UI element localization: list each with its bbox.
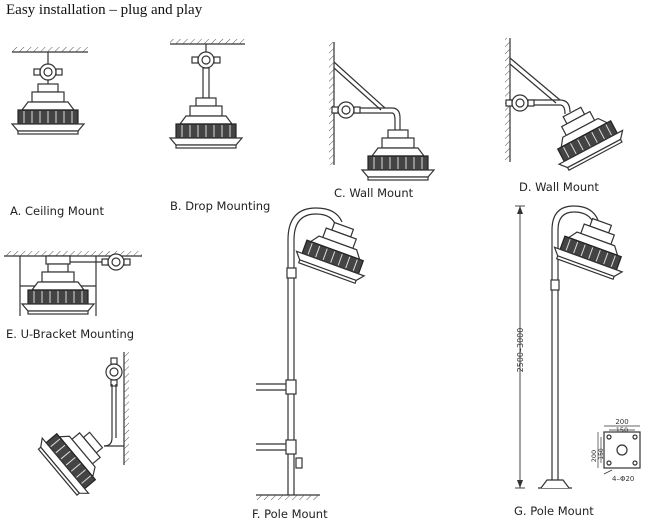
figure-pole-mount-g bbox=[515, 205, 641, 489]
page-title: Easy installation – plug and play bbox=[6, 2, 203, 18]
caption-wall-mount-c: C. Wall Mount bbox=[334, 186, 414, 200]
figure-wall-mount-c bbox=[329, 42, 435, 181]
base-side-inner-dimension: 150 bbox=[598, 448, 605, 460]
base-outer-dimension: 200 bbox=[615, 418, 628, 426]
caption-pole-mount-g: G. Pole Mount bbox=[514, 504, 594, 518]
caption-u-bracket-mounting: E. U-Bracket Mounting bbox=[6, 327, 135, 341]
base-side-outer-dimension: 200 bbox=[590, 450, 598, 462]
figure-u-bracket-mounting bbox=[4, 251, 142, 316]
caption-drop-mounting: B. Drop Mounting bbox=[170, 199, 271, 213]
pole-height-dimension: 2500–3000 bbox=[516, 328, 525, 373]
figure-wall-mount-d bbox=[505, 38, 628, 174]
figure-wall-lamp-tilted bbox=[33, 352, 129, 501]
figure-drop-mounting bbox=[169, 39, 245, 149]
figure-ceiling-mount bbox=[11, 47, 88, 135]
figure-pole-mount-f bbox=[256, 207, 379, 500]
bolt-hole-dimension: 4–Φ20 bbox=[612, 475, 634, 483]
caption-ceiling-mount: A. Ceiling Mount bbox=[10, 204, 104, 218]
base-inner-dimension: 150 bbox=[616, 426, 628, 434]
caption-wall-mount-d: D. Wall Mount bbox=[519, 180, 599, 194]
caption-pole-mount-f: F. Pole Mount bbox=[252, 507, 328, 521]
